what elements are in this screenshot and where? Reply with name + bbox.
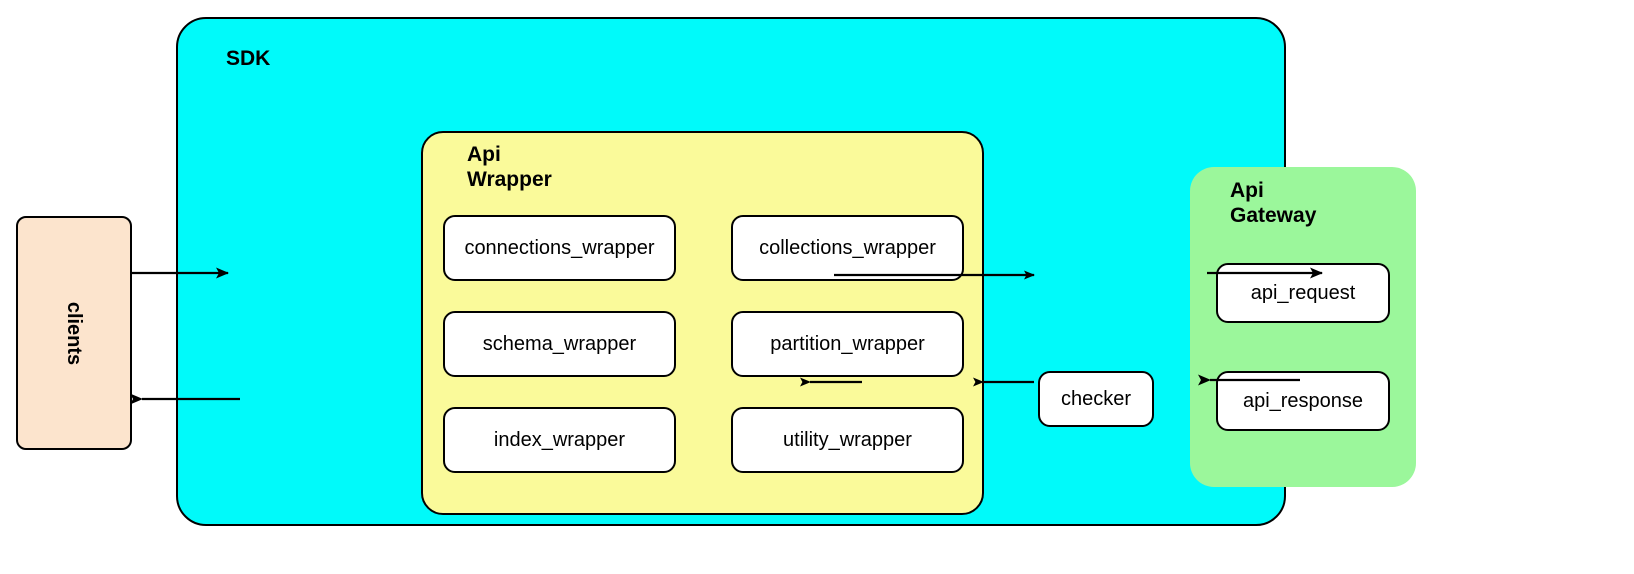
card-label: collections_wrapper <box>759 236 936 259</box>
card-label: schema_wrapper <box>482 332 637 355</box>
card-label: index_wrapper <box>493 428 626 451</box>
api-gateway-label-line2: Gateway <box>1230 203 1317 227</box>
card-label: api_response <box>1242 389 1364 412</box>
card-partition-wrapper[interactable]: partition_wrapper <box>731 311 964 377</box>
api-gateway-label-line1: Api <box>1230 179 1264 202</box>
checker-node[interactable]: checker <box>1038 371 1154 427</box>
checker-label: checker <box>1060 387 1132 410</box>
api-wrapper-label-line2: Wrapper <box>467 167 552 191</box>
card-label: partition_wrapper <box>770 332 925 355</box>
card-collections-wrapper[interactable]: collections_wrapper <box>731 215 964 281</box>
card-label: api_request <box>1250 281 1356 304</box>
card-schema-wrapper[interactable]: schema_wrapper <box>443 311 676 377</box>
clients-node[interactable]: clients <box>16 216 132 450</box>
connector-api-wrapper-to-api-gateway <box>178 19 1288 528</box>
card-utility-wrapper[interactable]: utility_wrapper <box>731 407 964 473</box>
card-label: connections_wrapper <box>464 236 655 259</box>
sdk-label: SDK <box>226 47 271 70</box>
card-connections-wrapper[interactable]: connections_wrapper <box>443 215 676 281</box>
card-index-wrapper[interactable]: index_wrapper <box>443 407 676 473</box>
api-wrapper-label-line1: Api <box>467 143 501 166</box>
card-label: utility_wrapper <box>783 428 912 451</box>
